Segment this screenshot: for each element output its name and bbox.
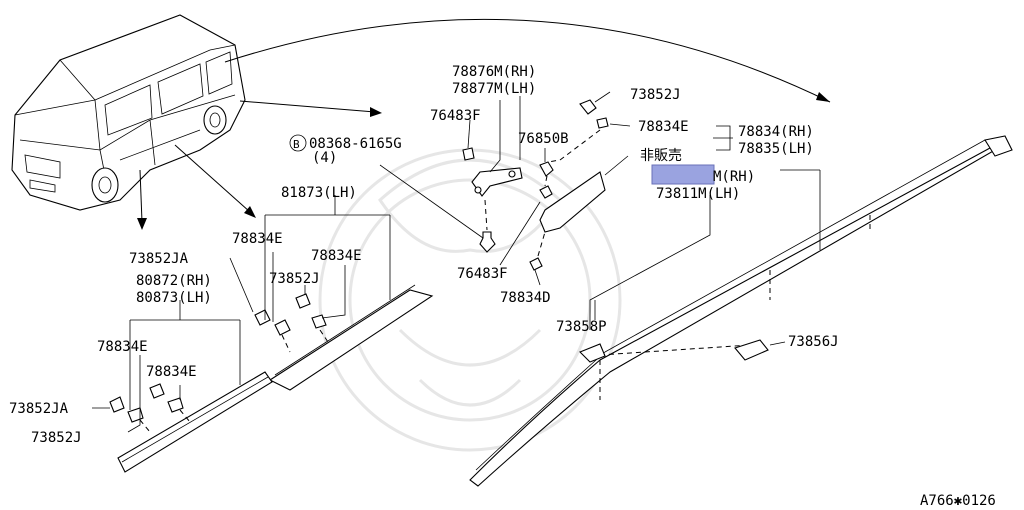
label-78834e-mid-right: 78834E xyxy=(311,248,362,264)
label-08368-quantity: (4) xyxy=(312,150,337,166)
label-76850b: 76850B xyxy=(518,131,569,147)
label-73852j-low: 73852J xyxy=(31,430,82,446)
label-08368-6165g: 08368-6165G xyxy=(309,136,402,152)
label-73811m-lh: 73811M(LH) xyxy=(656,186,740,202)
bolt-symbol-circle xyxy=(289,134,307,152)
label-73852j-mid: 73852J xyxy=(269,271,320,287)
label-78834e-top: 78834E xyxy=(638,119,689,135)
label-78834-rh: 78834(RH) xyxy=(738,124,814,140)
label-78834d: 78834D xyxy=(500,290,551,306)
label-73852ja-mid: 73852JA xyxy=(129,251,189,267)
center-bracket-assembly xyxy=(379,91,733,286)
mid-molding-assembly xyxy=(229,195,434,391)
label-80873-lh: 80873(LH) xyxy=(136,290,212,306)
label-not-for-sale: 非販売 xyxy=(640,148,682,164)
label-76483f-bottom: 76483F xyxy=(457,266,508,282)
label-78834e-mid-left: 78834E xyxy=(232,231,283,247)
label-78835-lh: 78835(LH) xyxy=(738,141,814,157)
label-73852j-top: 73852J xyxy=(630,87,681,103)
label-76483f-top: 76483F xyxy=(430,108,481,124)
pointer-arrows xyxy=(137,18,831,230)
roof-rail-assembly xyxy=(469,135,1013,487)
label-78834e-low-left: 78834E xyxy=(97,339,148,355)
vehicle-illustration xyxy=(11,14,246,211)
label-81873-lh: 81873(LH) xyxy=(281,185,357,201)
label-molding-rh: M(RH) xyxy=(713,169,755,185)
label-73852ja-low: 73852JA xyxy=(9,401,69,417)
label-78834e-low-right: 78834E xyxy=(146,364,197,380)
bolt-symbol-letter: B xyxy=(293,138,300,151)
lower-molding-assembly xyxy=(92,300,273,473)
label-73858p: 73858P xyxy=(556,319,607,335)
diagram-code: A766✱0126 xyxy=(920,493,996,509)
label-80872-rh: 80872(RH) xyxy=(136,273,212,289)
label-78876m-rh: 78876M(RH) xyxy=(452,64,536,80)
label-78877m-lh: 78877M(LH) xyxy=(452,81,536,97)
label-73856j: 73856J xyxy=(788,334,839,350)
redaction-box xyxy=(651,164,715,185)
